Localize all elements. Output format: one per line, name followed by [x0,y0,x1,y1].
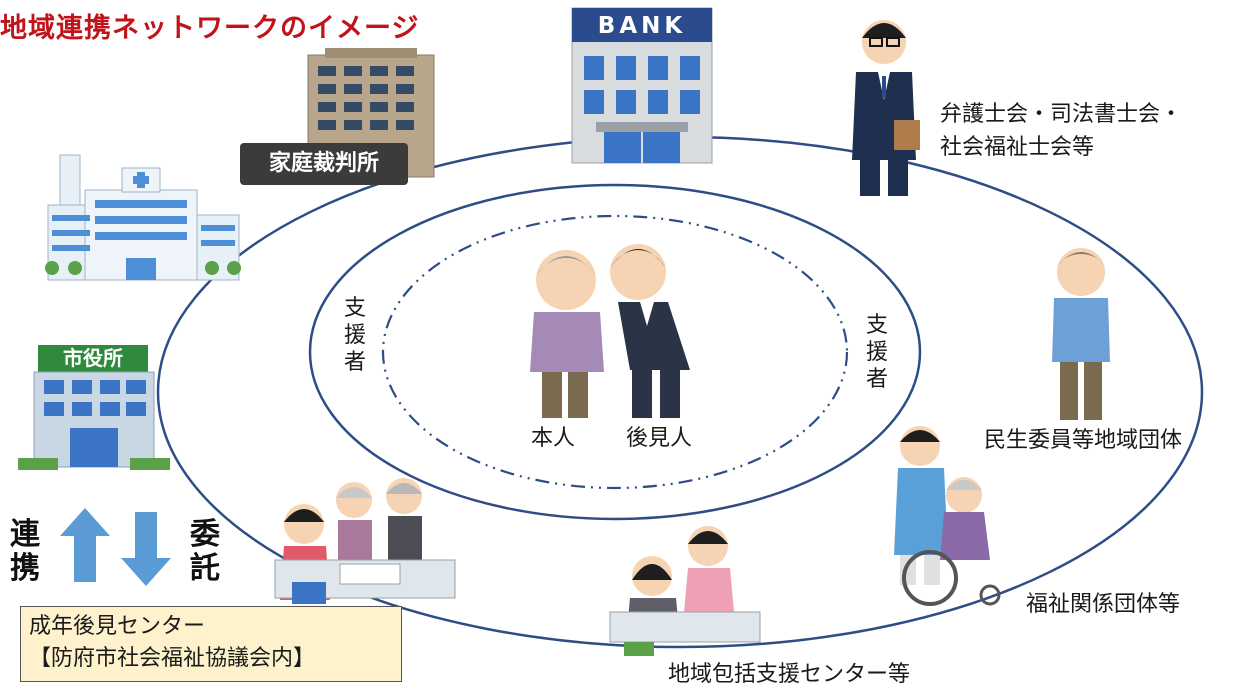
commission-label: 委託 [190,517,220,586]
center-box-line2: 【防府市社会福祉協議会内】 [29,646,316,671]
down-arrow [121,512,171,586]
up-arrow [60,508,110,582]
counseling-icon [274,478,456,604]
bank-icon [571,7,713,164]
supporter-left-label: 支援者 [343,296,366,375]
center-box-line1: 成年後見センター [29,614,206,639]
city-hall-icon [18,345,170,470]
supporter-right-label: 支援者 [865,313,888,392]
elderly-woman-icon [530,250,604,418]
guardian-label: 後見人 [626,426,693,451]
guardianship-center-box: 成年後見センター 【防府市社会福祉協議会内】 [20,606,402,682]
consultation-icon [609,526,761,656]
lawyer-icon [852,20,920,196]
hospital-icon [45,154,241,281]
lawyers-label-line2: 社会福祉士会等 [940,135,1095,160]
cooperation-label: 連携 [10,517,40,586]
caregiver-wheelchair-icon [894,426,1001,606]
elderly-man-icon [1052,248,1110,420]
person-label: 本人 [531,426,576,451]
diagram-title: 地域連携ネットワークのイメージ [0,13,420,44]
family-court-sign: 家庭裁判所 [268,151,379,176]
lawyers-label-line1: 弁護士会・司法書士会・ [940,102,1183,127]
family-court-icon [240,48,435,185]
welfare-orgs-label: 福祉関係団体等 [1026,592,1181,617]
bank-sign: BANK [597,13,687,39]
community-center-label: 地域包括支援センター等 [668,662,911,687]
welfare-commissioners-label: 民生委員等地域団体 [984,428,1183,453]
guardian-man-icon [610,244,690,418]
city-hall-sign: 市役所 [63,346,123,370]
middle-ring [308,183,922,521]
inner-ring [381,214,849,490]
